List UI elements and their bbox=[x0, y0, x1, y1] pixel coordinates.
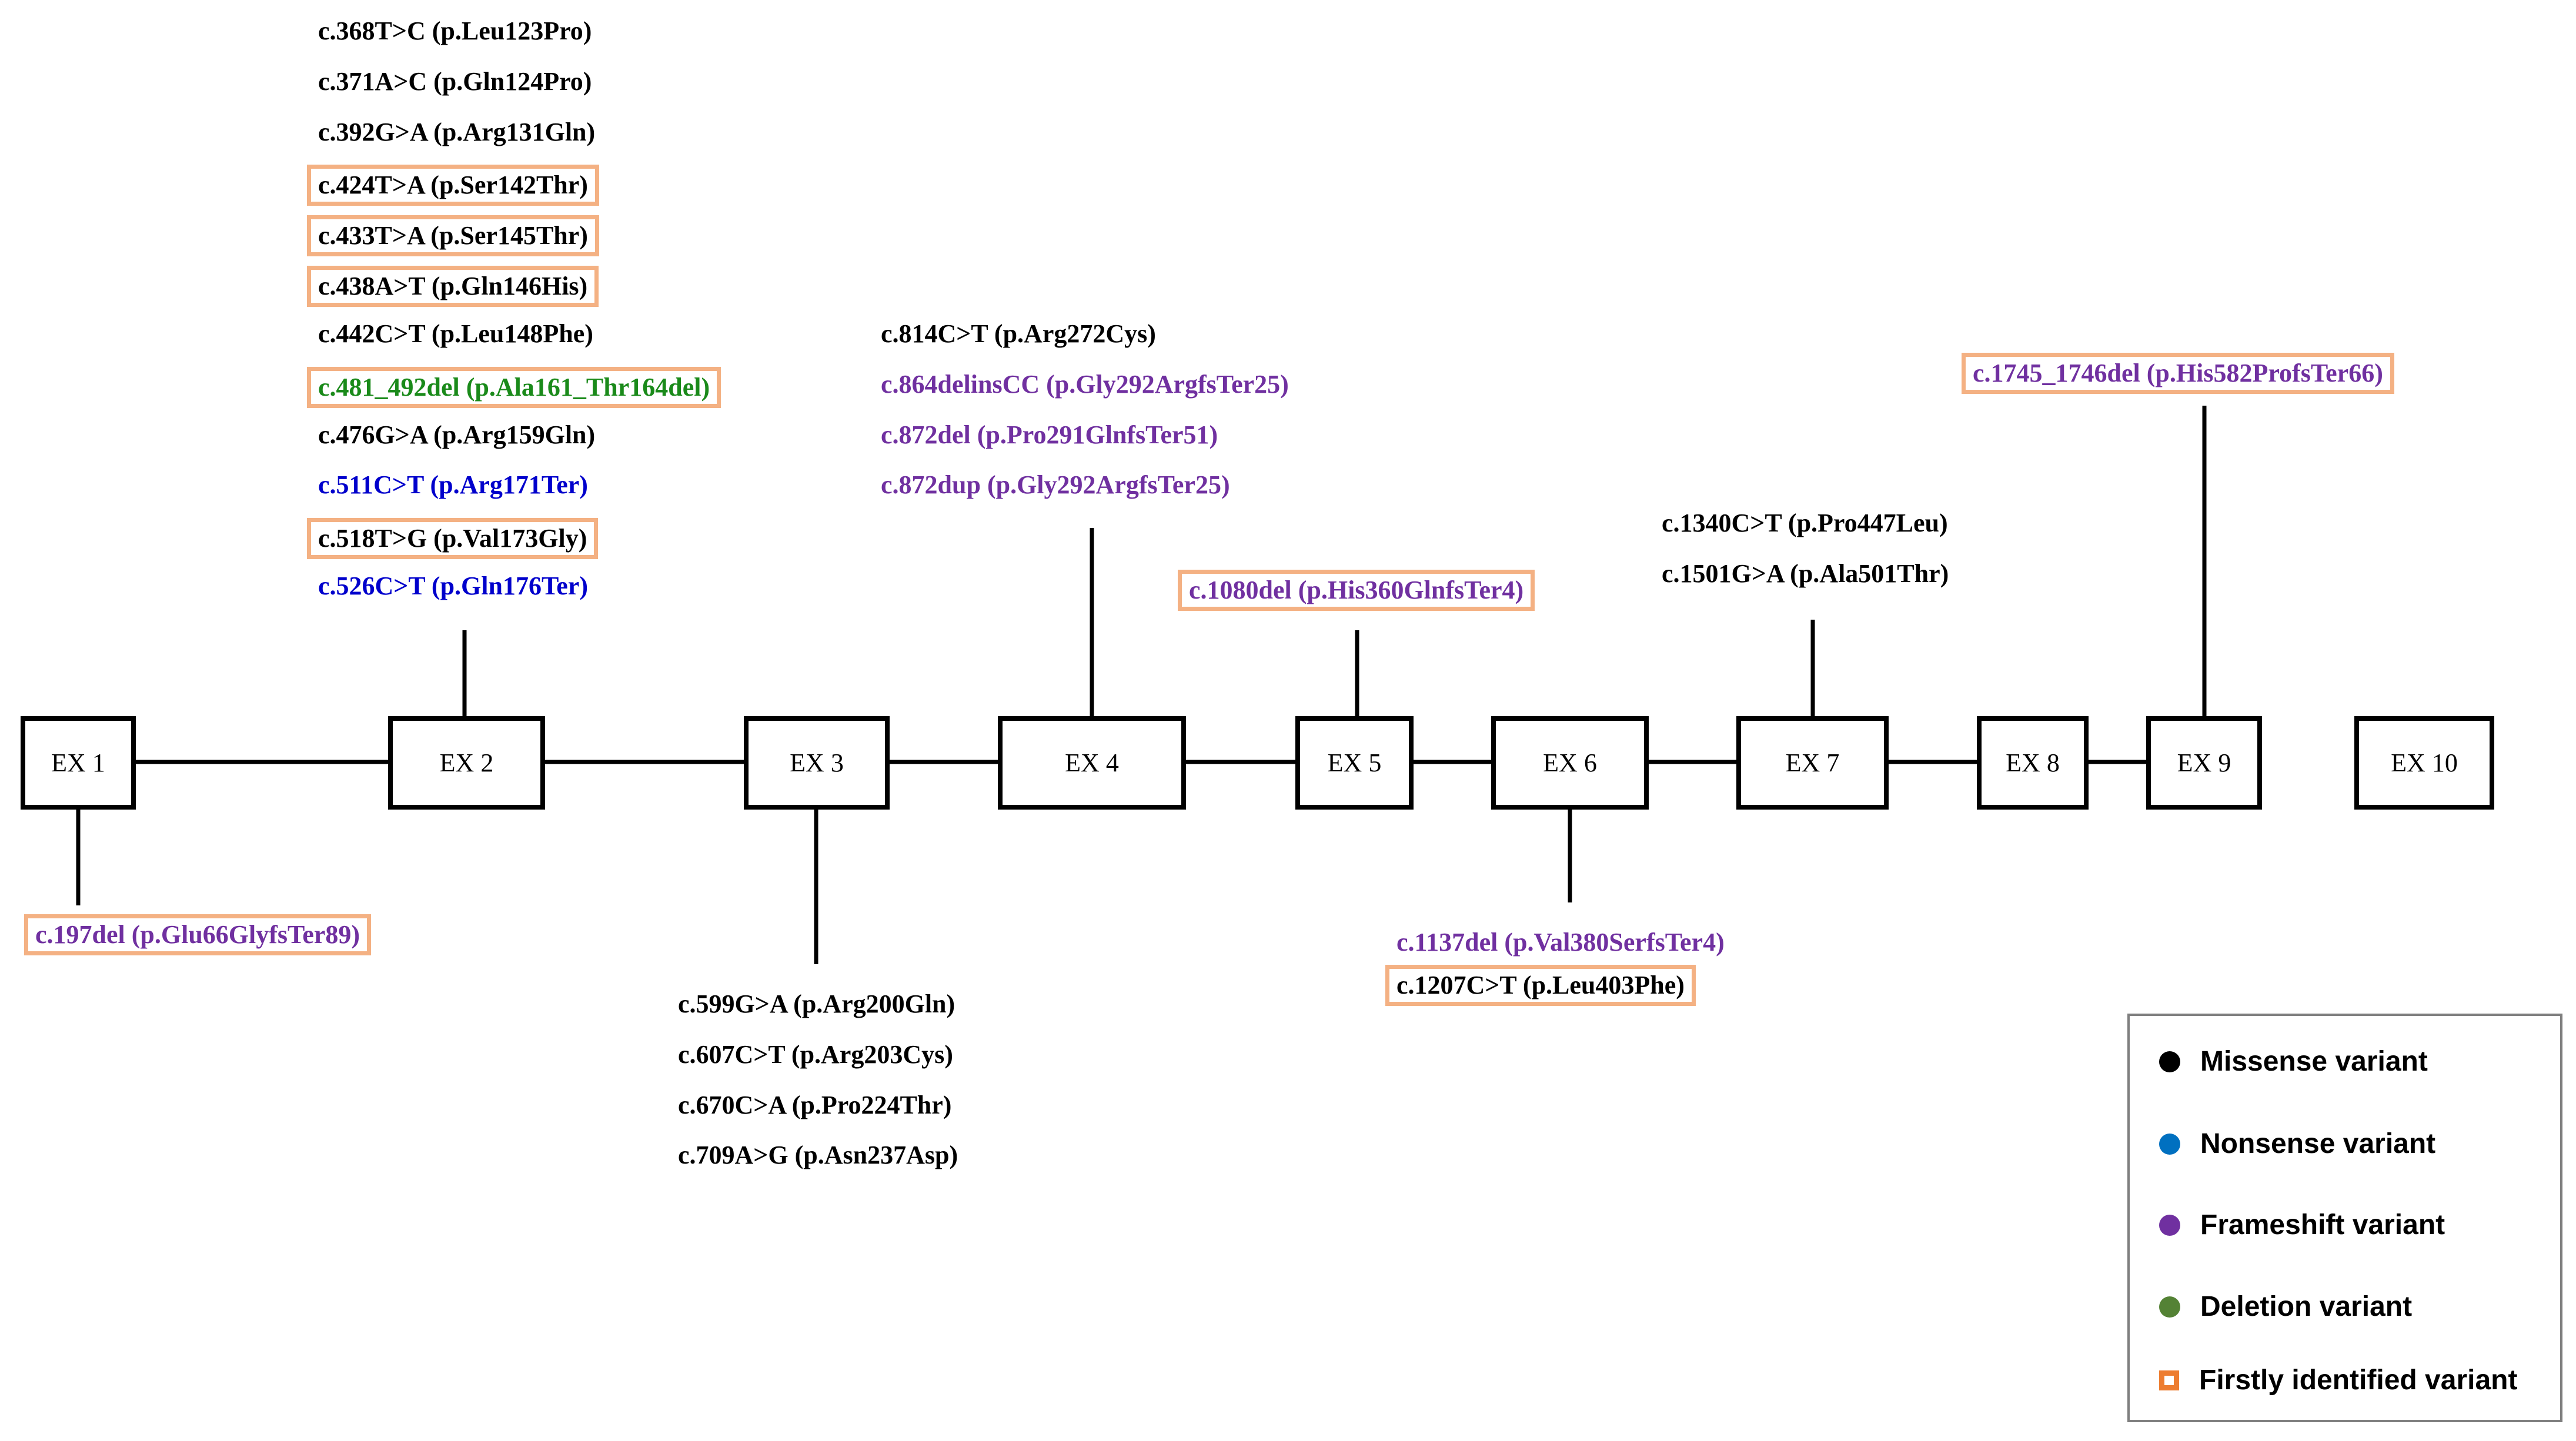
exon-6-label: EX 6 bbox=[1543, 748, 1597, 777]
variant-ex3-2: c.670C>A (p.Pro224Thr) bbox=[678, 1091, 952, 1119]
deletion-dot-icon bbox=[2159, 1296, 2180, 1318]
variant-ex7-0: c.1340C>T (p.Pro447Leu) bbox=[1662, 509, 1948, 537]
variant-ex4-2: c.872del (p.Pro291GlnfsTer51) bbox=[881, 420, 1218, 449]
variant-ex2-10: c.518T>G (p.Val173Gly) bbox=[307, 518, 599, 559]
variant-ex1-0: c.197del (p.Glu66GlyfsTer89) bbox=[24, 914, 372, 955]
variant-ex6-1: c.1207C>T (p.Leu403Phe) bbox=[1385, 965, 1696, 1006]
legend-missense: Missense variant bbox=[2159, 1045, 2428, 1078]
variant-ex2-2: c.392G>A (p.Arg131Gln) bbox=[318, 118, 596, 146]
exon-3-label: EX 3 bbox=[790, 748, 844, 777]
exon-5-label: EX 5 bbox=[1327, 748, 1382, 777]
legend-first: Firstly identified variant bbox=[2159, 1364, 2517, 1396]
exon-4: EX 4 bbox=[998, 716, 1186, 810]
exon-8: EX 8 bbox=[1977, 716, 2089, 810]
variant-ex3-1: c.607C>T (p.Arg203Cys) bbox=[678, 1040, 953, 1069]
legend-deletion-label: Deletion variant bbox=[2200, 1291, 2413, 1322]
missense-dot-icon bbox=[2159, 1051, 2180, 1072]
exon-3: EX 3 bbox=[744, 716, 890, 810]
variant-ex2-6: c.442C>T (p.Leu148Phe) bbox=[318, 319, 593, 348]
variant-ex2-4: c.433T>A (p.Ser145Thr) bbox=[307, 215, 599, 256]
legend: Missense variant Nonsense variant Frames… bbox=[2127, 1014, 2562, 1422]
nonsense-dot-icon bbox=[2159, 1133, 2180, 1155]
legend-frameshift: Frameshift variant bbox=[2159, 1209, 2445, 1241]
legend-first-label: Firstly identified variant bbox=[2199, 1365, 2518, 1396]
exon-8-label: EX 8 bbox=[2006, 748, 2060, 777]
variant-ex2-1: c.371A>C (p.Gln124Pro) bbox=[318, 67, 592, 96]
exon-7: EX 7 bbox=[1736, 716, 1889, 810]
exon-1: EX 1 bbox=[21, 716, 136, 810]
variant-ex2-5: c.438A>T (p.Gln146His) bbox=[307, 266, 599, 307]
legend-nonsense: Nonsense variant bbox=[2159, 1128, 2435, 1160]
variant-ex9-0: c.1745_1746del (p.His582ProfsTer66) bbox=[1962, 353, 2394, 394]
exon-5: EX 5 bbox=[1295, 716, 1414, 810]
variant-ex4-3: c.872dup (p.Gly292ArgfsTer25) bbox=[881, 470, 1230, 499]
exon-7-label: EX 7 bbox=[1785, 748, 1840, 777]
legend-frameshift-label: Frameshift variant bbox=[2200, 1209, 2445, 1241]
exon-9: EX 9 bbox=[2146, 716, 2262, 810]
variant-ex4-1: c.864delinsCC (p.Gly292ArgfsTer25) bbox=[881, 370, 1289, 399]
variant-ex6-0: c.1137del (p.Val380SerfsTer4) bbox=[1396, 928, 1725, 957]
variant-ex2-11: c.526C>T (p.Gln176Ter) bbox=[318, 571, 588, 600]
exon-2-label: EX 2 bbox=[439, 748, 494, 777]
frameshift-dot-icon bbox=[2159, 1214, 2180, 1236]
exon-10-label: EX 10 bbox=[2391, 748, 2458, 777]
exon-10: EX 10 bbox=[2354, 716, 2494, 810]
variant-ex2-9: c.511C>T (p.Arg171Ter) bbox=[318, 470, 588, 499]
variant-ex3-3: c.709A>G (p.Asn237Asp) bbox=[678, 1141, 958, 1169]
variant-ex2-3: c.424T>A (p.Ser142Thr) bbox=[307, 165, 599, 206]
legend-missense-label: Missense variant bbox=[2200, 1046, 2428, 1077]
exon-1-label: EX 1 bbox=[51, 748, 105, 777]
variant-ex2-0: c.368T>C (p.Leu123Pro) bbox=[318, 16, 592, 45]
exon-6: EX 6 bbox=[1491, 716, 1649, 810]
legend-nonsense-label: Nonsense variant bbox=[2200, 1128, 2436, 1159]
variant-ex7-1: c.1501G>A (p.Ala501Thr) bbox=[1662, 559, 1949, 588]
exon-4-label: EX 4 bbox=[1065, 748, 1119, 777]
variant-ex5-0: c.1080del (p.His360GlnfsTer4) bbox=[1178, 570, 1535, 611]
exon-2: EX 2 bbox=[388, 716, 545, 810]
variant-ex4-0: c.814C>T (p.Arg272Cys) bbox=[881, 319, 1156, 348]
firstly-identified-square-icon bbox=[2159, 1370, 2179, 1390]
variant-ex2-8: c.476G>A (p.Arg159Gln) bbox=[318, 420, 596, 449]
variant-ex2-7: c.481_492del (p.Ala161_Thr164del) bbox=[307, 367, 721, 408]
variant-ex3-0: c.599G>A (p.Arg200Gln) bbox=[678, 989, 955, 1018]
exon-9-label: EX 9 bbox=[2177, 748, 2231, 777]
legend-deletion: Deletion variant bbox=[2159, 1290, 2412, 1323]
